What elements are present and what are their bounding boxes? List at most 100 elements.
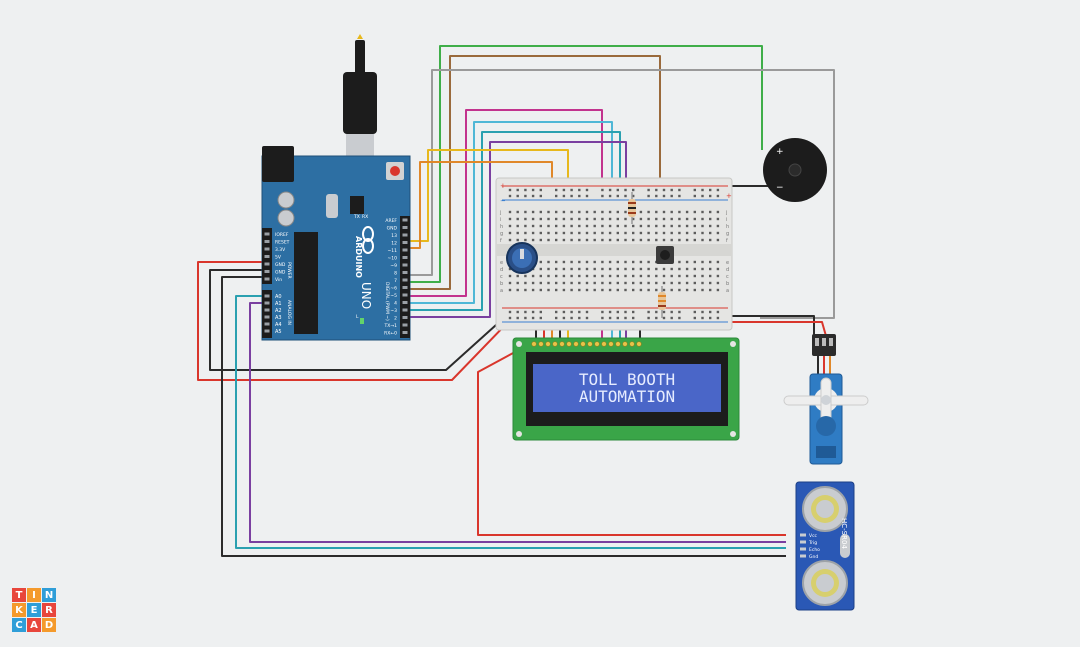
digital-pin[interactable] [402, 233, 408, 237]
breadboard-hole [701, 267, 704, 271]
resistor-bottom[interactable] [658, 286, 666, 318]
servo-motor[interactable] [783, 334, 869, 465]
lcd-pin[interactable] [587, 341, 593, 347]
ultrasonic-pin[interactable] [800, 533, 806, 537]
digital-pin[interactable] [402, 271, 408, 274]
wire-teal-trig[interactable] [235, 295, 786, 549]
lcd-pin[interactable] [608, 341, 614, 347]
breadboard-hole [709, 288, 712, 292]
lcd-pin[interactable] [629, 341, 635, 347]
power-pin[interactable] [264, 270, 270, 273]
lcd-pin[interactable] [573, 341, 579, 347]
digital-pin[interactable] [402, 241, 408, 244]
lcd-pin[interactable] [531, 341, 537, 347]
breadboard-hole [593, 260, 596, 264]
breadboard-hole [608, 281, 612, 285]
power-pin[interactable] [264, 247, 270, 251]
lcd-pin[interactable] [559, 341, 565, 347]
digital-pin[interactable] [402, 293, 408, 297]
digital-pin[interactable] [402, 286, 408, 289]
wire-brown-button[interactable] [410, 55, 661, 290]
rail-hole [508, 316, 512, 320]
analog-pin[interactable] [264, 322, 270, 326]
lcd-pin[interactable] [601, 341, 607, 347]
breadboard-hole [632, 260, 635, 264]
pushbutton[interactable] [656, 246, 674, 264]
breadboard-hole [516, 217, 519, 221]
power-pin[interactable] [264, 277, 270, 281]
lcd-pin[interactable] [636, 341, 642, 347]
analog-pin[interactable] [264, 315, 270, 319]
wire-red-vcc[interactable] [477, 351, 786, 536]
wire-gray-rail[interactable] [410, 69, 835, 319]
breadboard-hole [593, 274, 596, 278]
breadboard-hole [555, 274, 558, 278]
wire-red-servo[interactable] [722, 321, 827, 337]
lcd-pin[interactable] [580, 341, 586, 347]
rail-hole [670, 310, 673, 314]
breadboard-hole [570, 224, 573, 228]
lcd-pin[interactable] [552, 341, 558, 347]
breadboard-hole [578, 281, 581, 285]
breadboard-hole [539, 274, 542, 278]
potentiometer[interactable] [506, 242, 538, 274]
wire-black-gnd2[interactable] [221, 276, 786, 557]
digital-pin[interactable] [402, 331, 408, 334]
digital-pin[interactable] [402, 323, 408, 327]
rail-hole [524, 194, 527, 198]
breadboard-hole [616, 238, 619, 242]
digital-pin[interactable] [402, 308, 408, 312]
breadboard-hole [685, 281, 689, 285]
lcd-pin[interactable] [566, 341, 572, 347]
digital-pin[interactable] [402, 278, 408, 282]
lcd-16x2[interactable]: TOLL BOOTH AUTOMATION [512, 337, 740, 441]
analog-pin[interactable] [264, 329, 270, 333]
digital-pin[interactable] [402, 263, 408, 267]
ultrasonic-pin[interactable] [800, 547, 806, 551]
wire-black-gnd1[interactable] [209, 269, 507, 371]
resistor-top[interactable] [628, 192, 636, 224]
power-pin[interactable] [264, 232, 270, 236]
analog-pin[interactable] [264, 308, 270, 312]
row-letter: g [726, 231, 729, 237]
rail-hole [585, 194, 589, 198]
breadboard-hole [693, 224, 696, 228]
lcd-pin[interactable] [538, 341, 544, 347]
lcd-pin[interactable] [615, 341, 621, 347]
wire-green-buzzer[interactable] [410, 45, 763, 283]
rx-label: RX [362, 214, 368, 220]
lcd-pin[interactable] [622, 341, 628, 347]
wire-purple-echo[interactable] [249, 302, 786, 543]
wire-red-5v[interactable] [197, 261, 513, 381]
row-letter: c [726, 274, 729, 280]
power-pin[interactable] [264, 240, 270, 243]
breadboard-hole [709, 238, 712, 242]
analog-pin[interactable] [264, 294, 270, 298]
breadboard-hole [678, 260, 681, 264]
ultrasonic-pin[interactable] [800, 540, 806, 544]
digital-pin[interactable] [402, 301, 408, 304]
breadboard-hole [593, 231, 596, 235]
power-pin[interactable] [264, 255, 270, 258]
digital-pin[interactable] [402, 226, 408, 229]
digital-pin[interactable] [402, 248, 408, 252]
breadboard-hole [547, 281, 550, 285]
lcd-pin[interactable] [594, 341, 600, 347]
lcd-pin[interactable] [545, 341, 551, 347]
analog-pin[interactable] [264, 301, 270, 305]
piezo-buzzer[interactable]: + − [763, 138, 827, 202]
breadboard-hole [655, 231, 658, 235]
breadboard-hole [616, 274, 619, 278]
ultrasonic-pin[interactable] [800, 554, 806, 558]
power-pin[interactable] [264, 262, 270, 266]
breadboard-hole [701, 288, 704, 292]
rail-hole [601, 310, 604, 314]
row-letter: d [500, 267, 503, 273]
digital-pin[interactable] [402, 256, 408, 259]
wire-black-servo[interactable] [714, 315, 815, 336]
digital-pin[interactable] [402, 316, 408, 319]
digital-pin[interactable] [402, 218, 408, 222]
breadboard-hole [678, 274, 681, 278]
